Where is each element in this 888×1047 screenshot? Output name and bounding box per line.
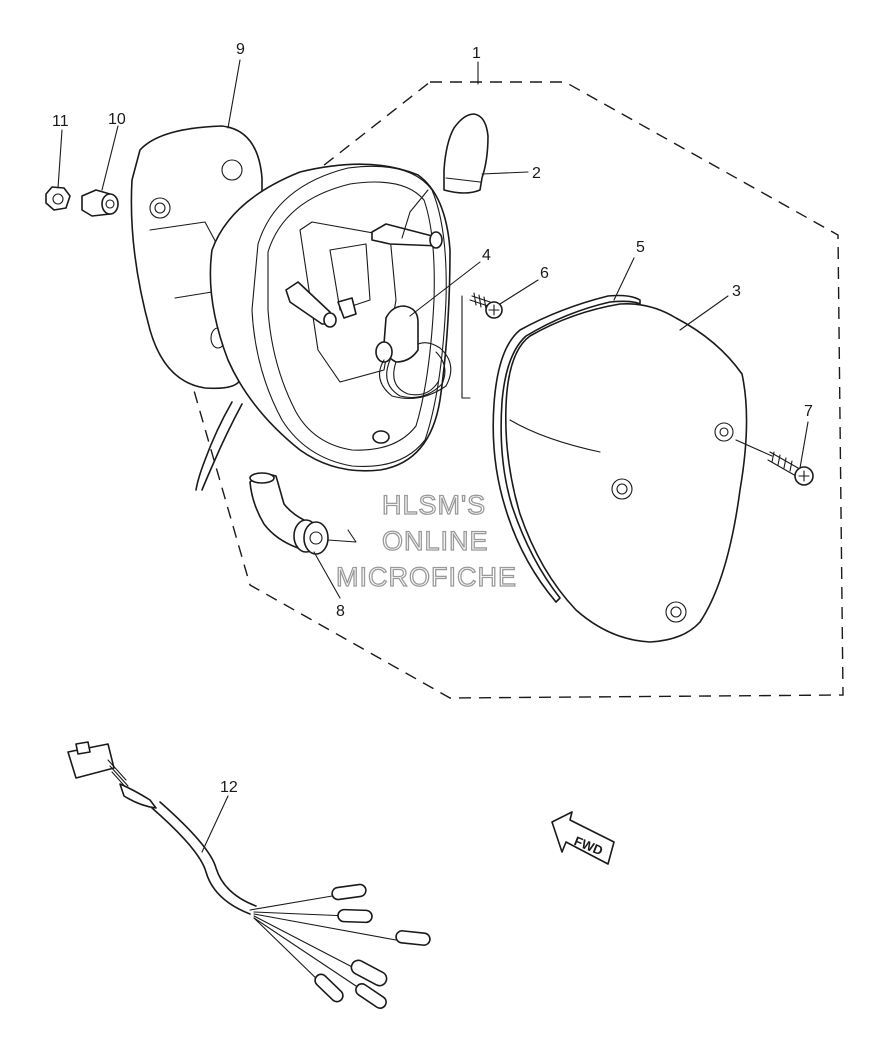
callout-3: 3: [732, 283, 741, 300]
bulb: [443, 113, 489, 194]
wire-harness: [67, 741, 431, 1009]
callout-5: 5: [636, 239, 645, 256]
screw: [469, 292, 503, 319]
watermark-line-3: MICROFICHE: [336, 562, 517, 592]
watermark-line-1: HLSM'S: [382, 490, 486, 520]
lens-gasket: [492, 294, 641, 603]
watermark: HLSM'S ONLINE MICROFICHE: [335, 489, 517, 592]
callout-6: 6: [540, 265, 549, 282]
grommet: [249, 472, 357, 555]
callout-11: 11: [52, 113, 69, 130]
callout-2: 2: [532, 165, 541, 182]
collar: [81, 189, 119, 217]
watermark-line-2: ONLINE: [382, 526, 489, 556]
callout-9: 9: [236, 41, 245, 58]
nut: [45, 186, 71, 211]
leader-lines: [57, 59, 809, 853]
callout-8: 8: [336, 603, 345, 620]
lens-screw: [735, 439, 814, 486]
forward-direction-arrow: FWD: [551, 811, 615, 865]
callout-1: 1: [472, 45, 481, 62]
housing-screw: [461, 295, 471, 399]
callout-12: 12: [220, 779, 238, 796]
tail-lens: [504, 302, 748, 643]
callout-10: 10: [108, 111, 126, 128]
bulb-socket: [375, 189, 452, 399]
callout-labels: 1 2 3 4 5 6 7 8 9 10 11 12: [52, 41, 813, 796]
callout-4: 4: [482, 247, 491, 264]
callout-7: 7: [804, 403, 813, 420]
